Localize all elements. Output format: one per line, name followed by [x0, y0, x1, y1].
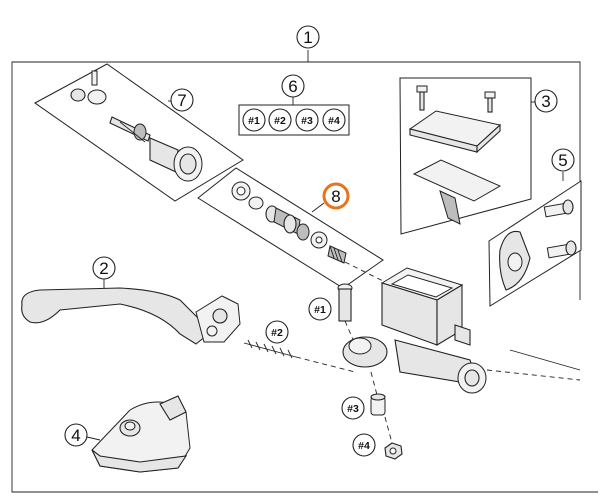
assembly-frame	[11, 61, 598, 493]
svg-text:7: 7	[177, 91, 186, 110]
hash-tag-2[interactable]: #2	[268, 108, 292, 132]
svg-text:#3: #3	[347, 403, 359, 415]
callout-4-leader	[86, 436, 101, 441]
handlebar-line	[486, 369, 581, 381]
handlebar-line-upper	[509, 349, 581, 371]
svg-text:#1: #1	[248, 115, 260, 127]
svg-text:4: 4	[71, 426, 80, 445]
callout-3[interactable]: 3	[534, 89, 558, 113]
nut-part-4	[384, 416, 403, 460]
clutch-lever	[21, 287, 241, 345]
piston-kit-parts	[231, 181, 347, 264]
svg-text:2: 2	[99, 259, 108, 278]
svg-text:6: 6	[288, 77, 297, 96]
hash-tag-3[interactable]: #3	[295, 108, 319, 132]
part-label-4[interactable]: #4	[352, 433, 376, 457]
lever-cover	[91, 395, 191, 473]
svg-text:8: 8	[331, 187, 340, 206]
hash-tag-1[interactable]: #1	[242, 108, 266, 132]
callout-8-highlighted[interactable]: 8	[322, 182, 350, 210]
spring-part-2	[243, 339, 356, 373]
bushing-part-3	[370, 371, 386, 416]
push-rod-parts	[70, 70, 203, 182]
assembly-dashed-guide	[344, 261, 386, 283]
callout-6[interactable]: 6	[281, 74, 305, 98]
svg-text:#1: #1	[314, 304, 326, 316]
svg-text:#4: #4	[328, 115, 340, 127]
svg-text:#3: #3	[301, 115, 313, 127]
svg-text:3: 3	[541, 92, 550, 111]
svg-text:1: 1	[303, 28, 312, 47]
part-label-1[interactable]: #1	[308, 297, 332, 321]
hash-tag-group: #1 #2 #3 #4	[238, 104, 350, 136]
master-cylinder-body	[342, 267, 487, 394]
callout-4[interactable]: 4	[64, 423, 88, 447]
part-label-3[interactable]: #3	[341, 396, 365, 420]
clamp-parts	[499, 199, 577, 291]
callout-7[interactable]: 7	[170, 88, 194, 112]
part-label-2[interactable]: #2	[265, 320, 289, 344]
svg-text:5: 5	[558, 151, 567, 170]
bolt-part-1	[337, 283, 356, 345]
svg-text:#2: #2	[271, 327, 283, 339]
svg-text:#4: #4	[358, 440, 370, 452]
callout-2[interactable]: 2	[92, 256, 116, 280]
hash-tag-4[interactable]: #4	[322, 108, 346, 132]
callout-1[interactable]: 1	[296, 25, 320, 49]
svg-text:#2: #2	[274, 115, 286, 127]
callout-5[interactable]: 5	[551, 148, 575, 172]
reservoir-cap-parts	[408, 85, 502, 225]
